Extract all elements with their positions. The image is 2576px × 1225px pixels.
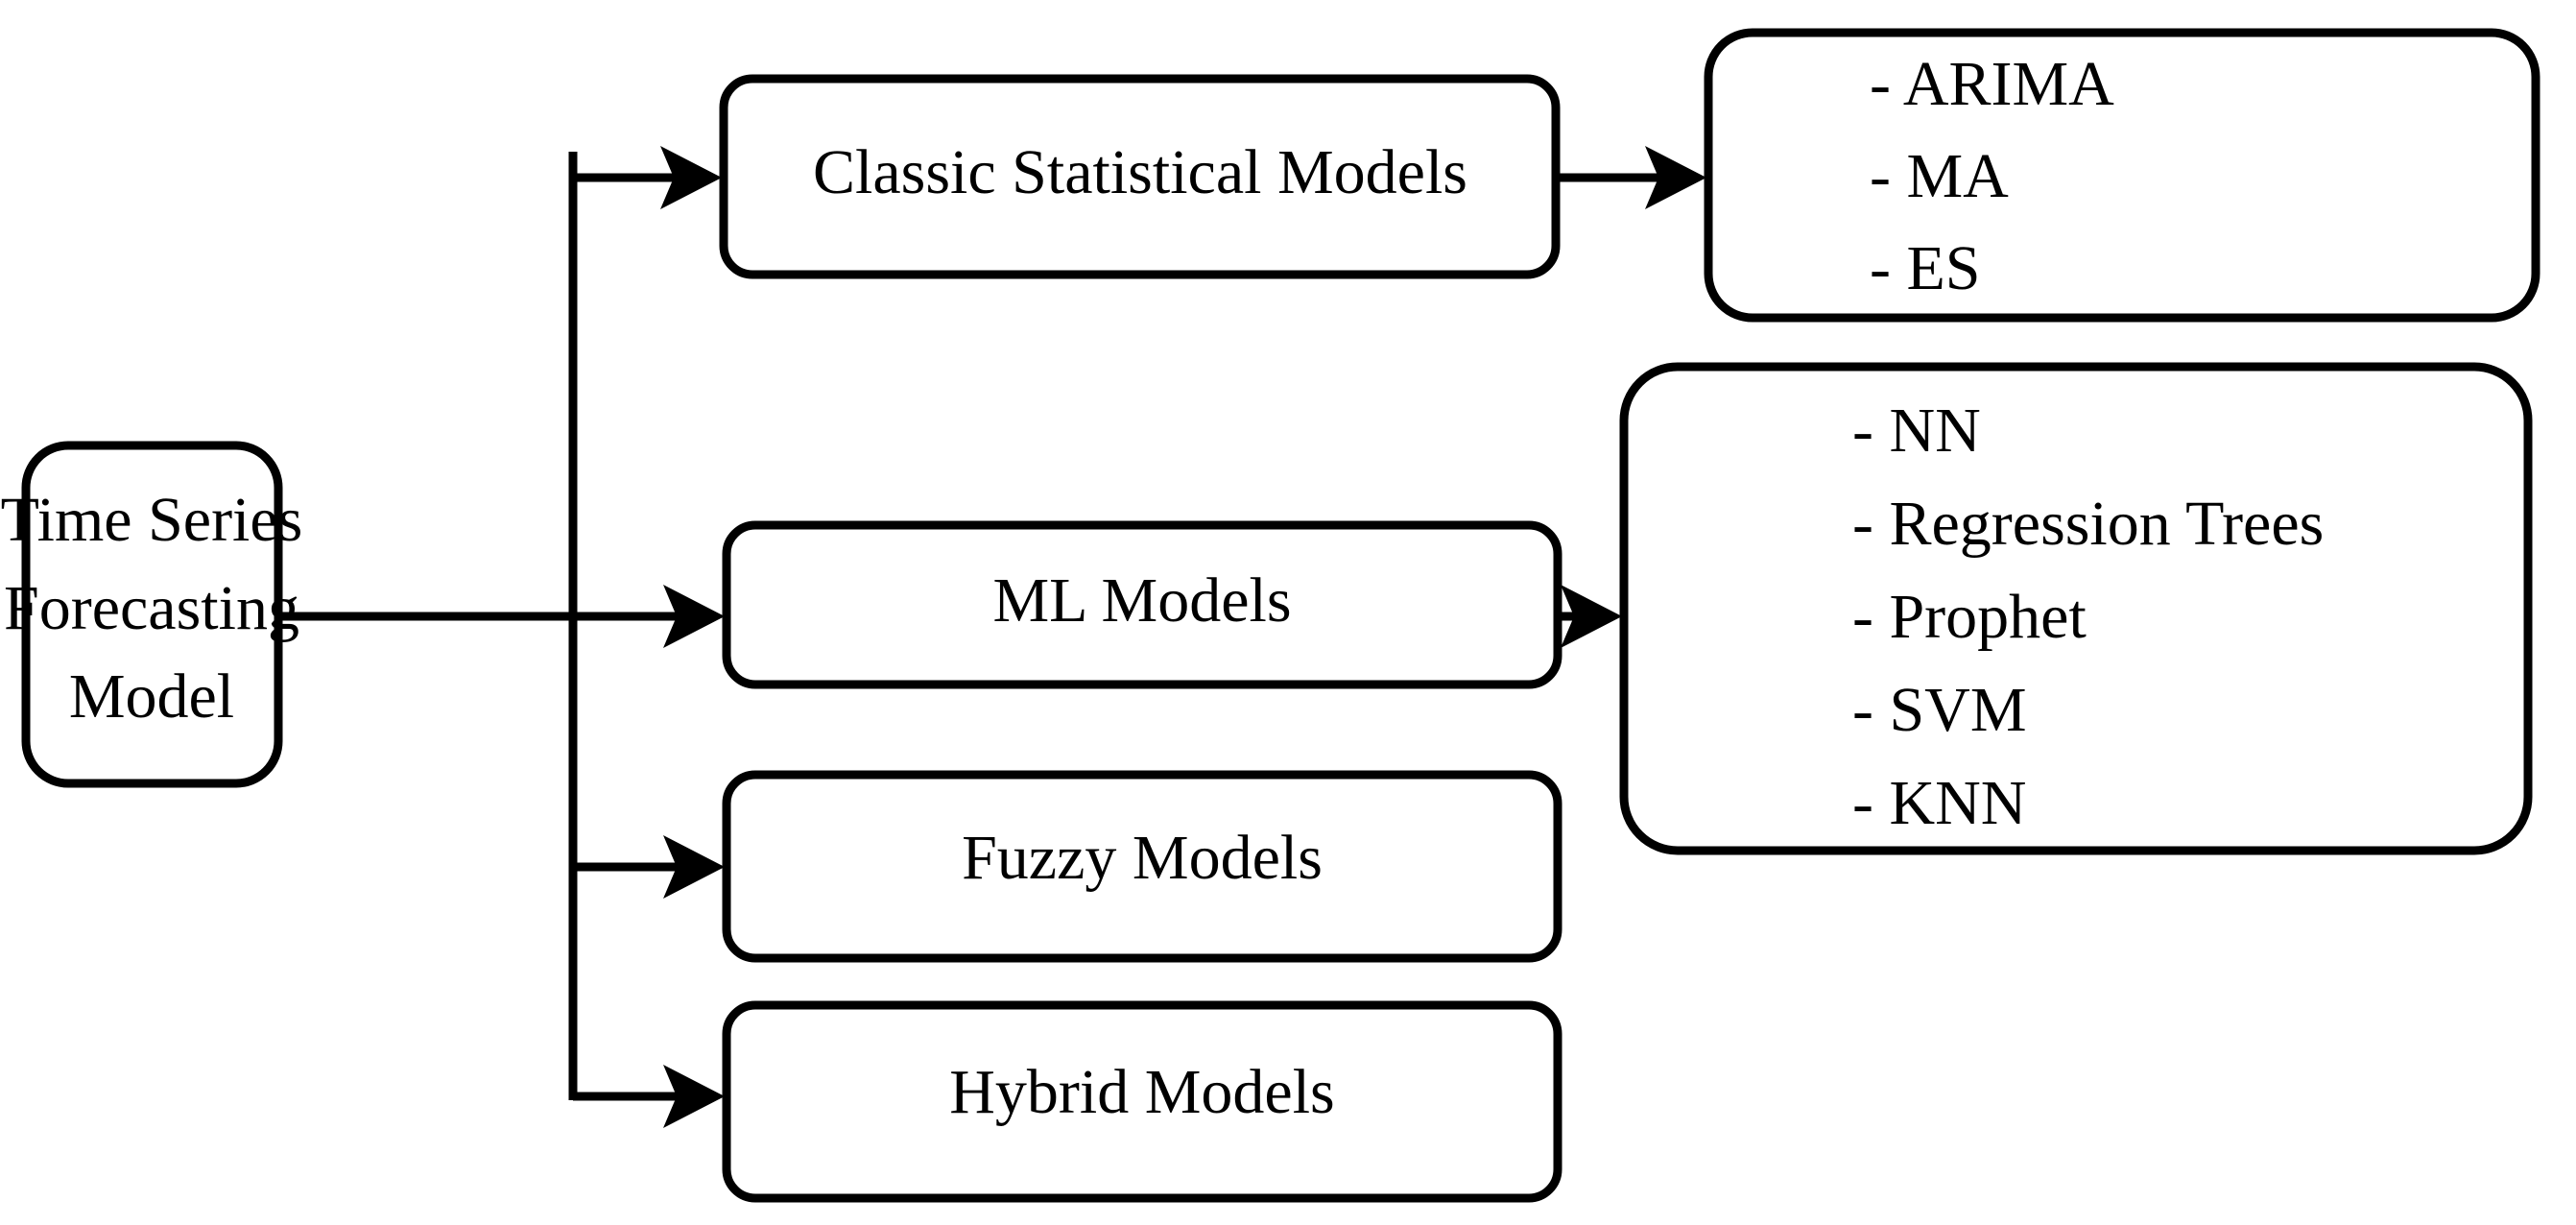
ml-detail-item-prophet: - Prophet xyxy=(1852,582,2087,652)
ml-detail-item-svm: - SVM xyxy=(1852,675,2027,745)
node-root-label-line-1: Time Series xyxy=(1,485,303,555)
edge-trunk-to-fuzzy-arrowhead xyxy=(663,835,725,899)
node-classic-detail-box[interactable] xyxy=(1704,28,2540,323)
node-root[interactable]: Time Series Forecasting Model xyxy=(1,441,303,788)
node-ml-detail-box[interactable] xyxy=(1619,362,2533,855)
node-hybrid-box[interactable] xyxy=(722,1000,1562,1203)
classic-detail-item-es: - ES xyxy=(1870,233,1981,303)
node-ml-label: ML Models xyxy=(992,565,1291,636)
classic-detail-item-arima: - ARIMA xyxy=(1870,49,2114,119)
node-fuzzy-models[interactable]: Fuzzy Models xyxy=(722,770,1562,963)
edge-classic-to-detail-arrowhead xyxy=(1645,146,1706,209)
node-classic-label: Classic Statistical Models xyxy=(813,137,1467,207)
node-ml-detail-list[interactable]: - NN - Regression Trees - Prophet - SVM … xyxy=(1619,362,2533,855)
edge-trunk-to-hybrid-arrowhead xyxy=(663,1065,725,1128)
classic-detail-item-ma: - MA xyxy=(1870,141,2009,211)
node-root-label-line-2: Forecasting xyxy=(4,573,299,643)
node-fuzzy-box[interactable] xyxy=(722,770,1562,963)
ml-detail-item-nn: - NN xyxy=(1852,396,1981,466)
node-ml-box[interactable] xyxy=(722,520,1562,689)
node-hybrid-models[interactable]: Hybrid Models xyxy=(722,1000,1562,1203)
node-root-label-line-3: Model xyxy=(69,661,234,732)
node-root-box[interactable] xyxy=(21,441,283,788)
edge-trunk-to-classic-arrowhead xyxy=(660,146,722,209)
node-fuzzy-label: Fuzzy Models xyxy=(962,823,1323,893)
node-hybrid-label: Hybrid Models xyxy=(949,1057,1334,1127)
node-classic-box[interactable] xyxy=(719,74,1561,279)
ml-detail-item-regression-trees: - Regression Trees xyxy=(1852,489,2324,559)
node-ml-models[interactable]: ML Models xyxy=(722,520,1562,689)
node-classic-detail-list[interactable]: - ARIMA - MA - ES xyxy=(1704,28,2540,323)
edge-trunk-to-ml-arrowhead xyxy=(663,585,725,648)
ml-detail-item-knn: - KNN xyxy=(1852,768,2026,838)
edge-ml-to-detail-arrowhead xyxy=(1561,585,1622,648)
node-classic-statistical-models[interactable]: Classic Statistical Models xyxy=(719,74,1561,279)
